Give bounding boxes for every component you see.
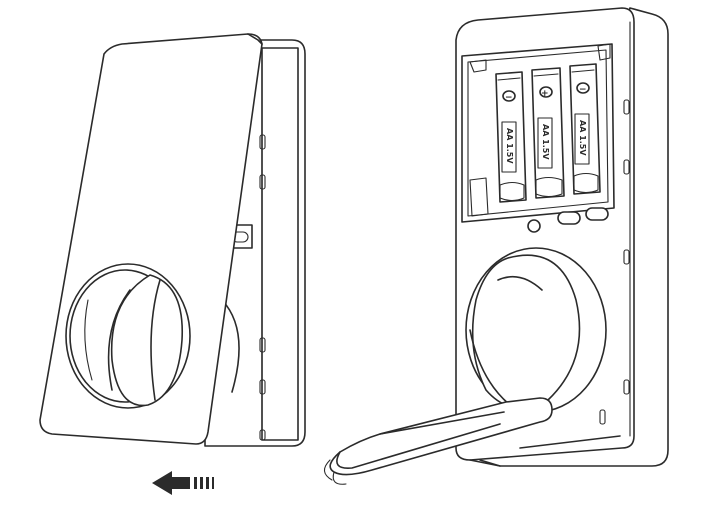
battery-3: − AA 1.5V — [569, 63, 601, 195]
battery-2-label: AA 1.5V — [541, 124, 550, 160]
battery-3-terminal — [576, 82, 590, 94]
program-button-1 — [557, 211, 581, 225]
battery-2-polarity: + — [541, 89, 549, 99]
battery-2: + AA 1.5V — [531, 67, 565, 199]
left-lock — [39, 33, 306, 447]
battery-1-terminal — [502, 90, 516, 102]
battery-2-terminal — [539, 86, 553, 98]
hex-key-tool — [329, 397, 553, 476]
battery-3-polarity: − — [579, 85, 587, 95]
arrow-left-icon — [152, 471, 214, 495]
right-lock: − AA 1.5V + AA 1.5V − AA 1.5V — [323, 7, 669, 485]
battery-1-polarity: − — [505, 93, 513, 103]
battery-1-label: AA 1.5V — [505, 128, 514, 164]
left-inner-knob-edge — [221, 299, 240, 393]
battery-1: − AA 1.5V — [495, 71, 527, 203]
left-thumb-turn — [110, 274, 184, 407]
program-button-2 — [585, 207, 609, 221]
status-led — [527, 219, 541, 233]
battery-3-label: AA 1.5V — [578, 120, 587, 156]
